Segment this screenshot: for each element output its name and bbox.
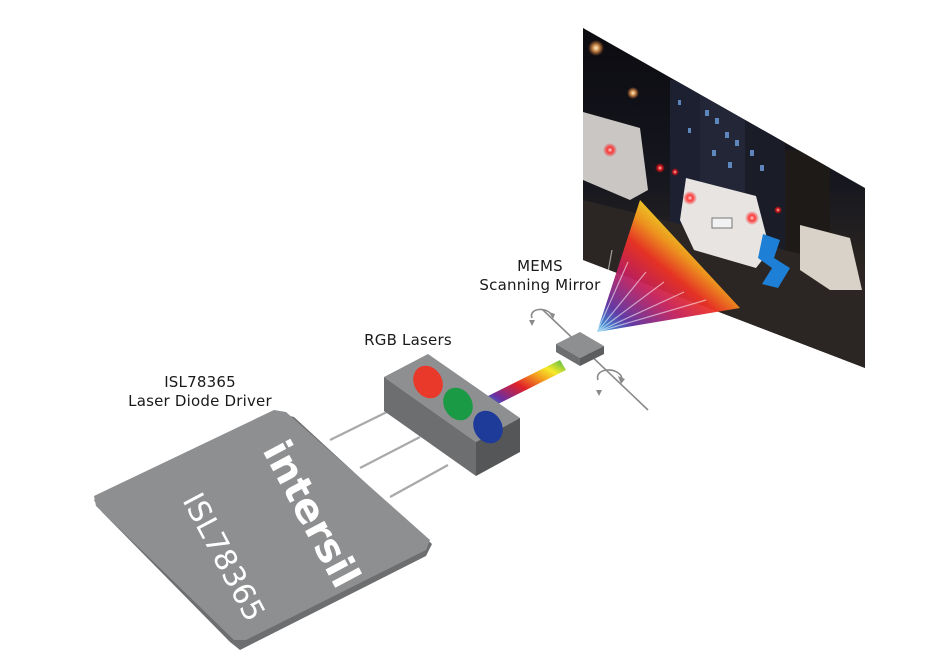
lasers-label: RGB Lasers bbox=[364, 331, 452, 349]
mems-label-line2: Scanning Mirror bbox=[479, 276, 601, 294]
driver-label-desc: Laser Diode Driver bbox=[128, 392, 272, 410]
projection-fan bbox=[596, 200, 740, 333]
blue-laser bbox=[473, 410, 503, 444]
connection-wires bbox=[329, 407, 449, 498]
rgb-laser-block bbox=[384, 354, 520, 476]
rotation-arrow-icon bbox=[529, 312, 625, 396]
red-laser bbox=[413, 365, 443, 399]
mems-label-line1: MEMS bbox=[517, 257, 563, 275]
driver-label-part: ISL78365 bbox=[164, 373, 236, 391]
driver-label: ISL78365 Laser Diode Driver bbox=[120, 373, 280, 411]
driver-chip: intersil ISL78365 bbox=[94, 410, 432, 650]
green-laser bbox=[443, 387, 473, 421]
laser-beam bbox=[484, 360, 566, 408]
mems-label: MEMS Scanning Mirror bbox=[470, 257, 610, 295]
mems-mirror bbox=[556, 332, 604, 366]
